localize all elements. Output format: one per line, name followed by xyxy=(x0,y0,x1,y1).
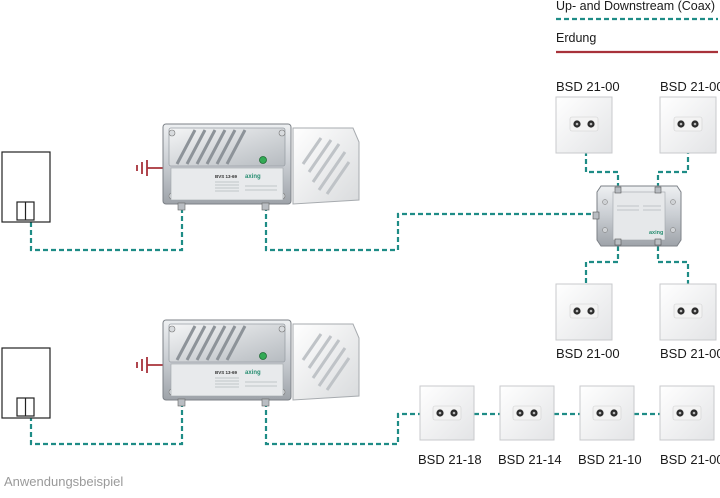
outlet-label-chain-1: BSD 21-18 xyxy=(418,452,482,467)
outlet-label-top-left: BSD 21-00 xyxy=(556,79,620,94)
cable-split-top-right xyxy=(656,152,690,188)
cable-top-output xyxy=(264,206,598,252)
splitter: axing xyxy=(592,185,682,247)
wall-socket-top xyxy=(1,151,51,223)
amp-bottom-model: BVS 13-69 xyxy=(215,370,238,375)
outlet-chain-3 xyxy=(579,385,635,441)
splitter-brand: axing xyxy=(649,230,663,236)
amp-top-model: BVS 13-69 xyxy=(215,174,238,179)
cable-top-input xyxy=(29,206,184,252)
ground-top xyxy=(136,160,166,176)
cable-split-mid-left xyxy=(584,238,620,286)
outlet-label-chain-2: BSD 21-14 xyxy=(498,452,562,467)
cable-split-top-left xyxy=(584,152,620,188)
outlet-label-chain-4: BSD 21-00 xyxy=(660,452,720,467)
amp-bottom-brand: axing xyxy=(245,370,261,376)
ground-symbols xyxy=(136,160,166,373)
outlet-chain-1 xyxy=(419,385,475,441)
outlet-label-mid-left: BSD 21-00 xyxy=(556,346,620,361)
outlet-mid-left xyxy=(555,283,613,341)
cable-bottom-input xyxy=(29,402,184,446)
ground-bottom xyxy=(136,357,166,373)
outlet-top-right xyxy=(659,96,717,154)
outlet-mid-right xyxy=(659,283,717,341)
coax-cables xyxy=(29,152,690,446)
legend-ground-label: Erdung xyxy=(556,31,597,45)
legend xyxy=(556,17,718,54)
outlet-chain-4 xyxy=(659,385,715,441)
outlet-chain-2 xyxy=(499,385,555,441)
cable-bottom-output xyxy=(264,402,420,446)
cable-split-mid-right xyxy=(656,238,690,286)
wall-socket-bottom xyxy=(1,347,51,419)
caption: Anwendungsbeispiel xyxy=(4,474,124,489)
amplifier-top: axing BVS 13-69 xyxy=(162,123,360,211)
amplifier-bottom: axing BVS 13-69 xyxy=(162,319,360,407)
outlet-top-left xyxy=(555,96,613,154)
outlet-label-chain-3: BSD 21-10 xyxy=(578,452,642,467)
legend-coax-label: Up- and Downstream (Coax) xyxy=(556,0,716,13)
outlet-label-top-right: BSD 21-00 xyxy=(660,79,720,94)
amp-top-brand: axing xyxy=(245,174,261,180)
outlet-label-mid-right: BSD 21-00 xyxy=(660,346,720,361)
